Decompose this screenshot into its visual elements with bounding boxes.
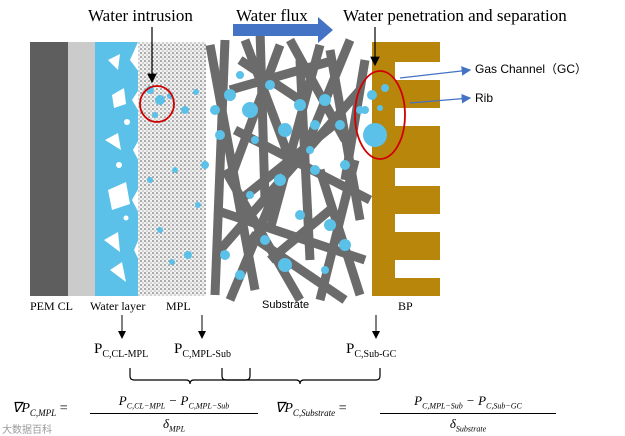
cl-layer (68, 42, 95, 296)
brace-substrate (221, 368, 381, 385)
eq1-fraction: PC,CL−MPL − PC,MPL−Sub δMPL (90, 393, 258, 433)
pressure-mpl-sub: PC,MPL-Sub (174, 341, 231, 360)
eq1-numerator: PC,CL−MPL − PC,MPL−Sub (90, 393, 258, 414)
water-layer-bubbles (104, 54, 130, 282)
pressure-sub-gc: PC,Sub-GC (346, 341, 397, 360)
water-layer-label: Water layer (90, 299, 146, 313)
pem-layer (30, 42, 68, 296)
gas-channel-arrow (399, 66, 472, 79)
pressure-cl-mpl: PC,CL-MPL (94, 341, 149, 360)
eq1-denominator: δMPL (162, 415, 186, 434)
water-layer (95, 42, 147, 296)
water-flux-label: Water flux (236, 6, 308, 25)
water-flux-arrow (233, 17, 333, 43)
intrusion-highlight-circle (139, 85, 175, 123)
eq1-lhs: ∇PC,MPL = (12, 401, 68, 418)
penetration-highlight-circle (354, 70, 406, 160)
gas-channel-label: Gas Channel（GC） (475, 62, 588, 76)
mpl-layer (138, 42, 206, 296)
mpl-droplets (146, 86, 201, 265)
water-intrusion-label: Water intrusion (88, 6, 193, 25)
water-penetration-label: Water penetration and separation (343, 6, 567, 25)
rib-arrow (409, 93, 472, 104)
eq2-numerator: PC,MPL−Sub − PC,Sub−GC (380, 393, 556, 414)
watermark: 大数据百科 (2, 425, 52, 436)
bp-label: BP (398, 299, 413, 313)
rib-label: Rib (475, 91, 494, 105)
rib-droplets (361, 84, 389, 147)
eq2-denominator: δSubstrate (449, 415, 487, 434)
brace-mpl (129, 368, 251, 385)
mpl-label: MPL (166, 299, 191, 313)
pem-cl-label: PEM CL (30, 299, 74, 313)
bipolar-plate (372, 42, 440, 296)
eq2-lhs: ∇PC,Substrate = (275, 401, 347, 418)
substrate-droplets (201, 71, 364, 280)
eq2-fraction: PC,MPL−Sub − PC,Sub−GC δSubstrate (380, 393, 556, 433)
substrate-label: Substrate (262, 299, 310, 311)
